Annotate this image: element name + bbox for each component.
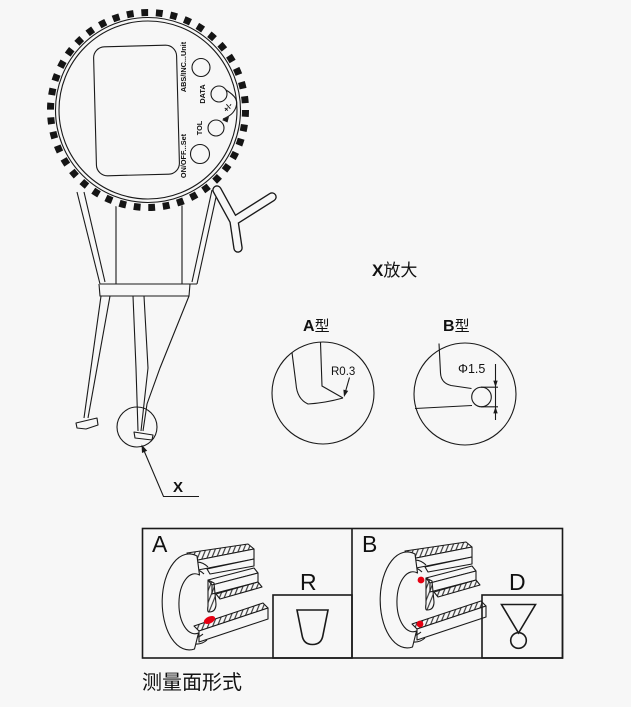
data-label: DATA [198, 84, 207, 104]
cell-b-shape-label: D [509, 569, 526, 595]
cell-b-contact-mark-top [417, 576, 425, 584]
bezel-rim-inner [58, 20, 238, 200]
body-left-inner-edge [83, 191, 106, 283]
type-a-dim-arrow [343, 389, 349, 397]
tol-label: TOL [195, 120, 204, 135]
type-a-circle [271, 341, 375, 445]
type-a-tip-upper-profile [319, 342, 344, 399]
enlarged-title: X放大 [372, 261, 417, 280]
r-tip-shape [296, 609, 329, 646]
type-b-dim-arrow-top [493, 380, 498, 388]
cell-b-letter: B [362, 531, 377, 557]
cell-b-contact-mark-bottom [416, 620, 424, 628]
table-cell-b: B D [362, 531, 564, 659]
enlarged-title-x: X [372, 261, 384, 280]
data-button [210, 85, 228, 103]
body-right-inner-edge [191, 189, 213, 283]
tol-button [207, 119, 225, 137]
knurled-bezel [47, 9, 249, 211]
stylus-mid-line [140, 295, 149, 432]
type-a-detail: A型 R0.3 [271, 318, 375, 445]
enlarged-view: X放大 A型 R0.3 B型 Φ1.5 [271, 261, 517, 446]
measuring-face-table: A R B D 测量面形式 [141, 527, 564, 694]
type-b-circle [413, 342, 517, 446]
stylus-right-line [142, 295, 190, 432]
type-b-letter: B [443, 318, 455, 335]
type-a-suffix: 型 [315, 318, 330, 335]
type-a-letter: A [303, 318, 315, 335]
type-b-dimension: Φ1.5 [458, 362, 485, 376]
lcd-display [93, 44, 180, 177]
body-right-outer-edge [196, 187, 219, 285]
lever-fill [213, 186, 276, 252]
detail-marker-label: X [173, 479, 183, 496]
on-off-set-label: ON/OFF...Set [179, 133, 188, 178]
d-tip-ball [509, 631, 528, 650]
type-b-suffix: 型 [455, 318, 470, 335]
plus-minus-arrow [222, 116, 229, 123]
left-leg-outer-line [83, 295, 102, 419]
table-caption: 测量面形式 [142, 671, 242, 694]
abs-inc-unit-button [191, 57, 211, 78]
body-lower-block [98, 283, 191, 297]
type-a-dim-leader [344, 377, 351, 392]
type-a-label: A型 [303, 318, 330, 335]
type-b-arm-lower [414, 404, 473, 410]
type-b-arm-upper [438, 343, 472, 390]
type-b-detail: B型 Φ1.5 [413, 318, 517, 446]
detail-callout: X [116, 406, 199, 498]
cell-a-contact-mark [203, 616, 216, 624]
plus-minus-arc [222, 89, 238, 120]
clamp-lever [212, 185, 277, 253]
leader-arrow [141, 444, 148, 453]
cell-a-letter: A [152, 531, 168, 557]
cell-b-cutaway [379, 541, 487, 649]
d-tip-triangle [500, 603, 537, 635]
dial-head: ABS/INC...Unit DATA TOL ON/OFF...Set +/- [46, 8, 250, 212]
cell-a-tip-box [272, 594, 353, 659]
stylus-contact-tip [133, 431, 154, 441]
body-left-outer-edge [76, 191, 101, 285]
detail-circle [116, 406, 158, 448]
type-b-label: B型 [443, 318, 470, 335]
type-a-dimension: R0.3 [331, 366, 355, 378]
cell-a-shape-label: R [300, 569, 317, 595]
left-leg-inner-line [87, 295, 111, 419]
table-cell-a: A R [152, 531, 353, 659]
on-off-set-button [189, 143, 211, 165]
bezel-rim-outer [54, 16, 242, 204]
type-b-ball-tip [471, 386, 492, 408]
stylus-left-line [132, 295, 139, 432]
leader-line [141, 445, 199, 498]
indicator-body [75, 187, 219, 441]
type-a-tip-lower-profile [291, 352, 344, 405]
enlarged-title-suffix: 放大 [383, 261, 417, 280]
left-leg-foot [75, 417, 99, 430]
type-b-dim-arrow-bottom [493, 406, 498, 414]
cell-a-cutaway [161, 543, 269, 651]
cell-b-tip-box [481, 594, 564, 659]
abs-inc-unit-label: ABS/INC...Unit [179, 41, 188, 92]
